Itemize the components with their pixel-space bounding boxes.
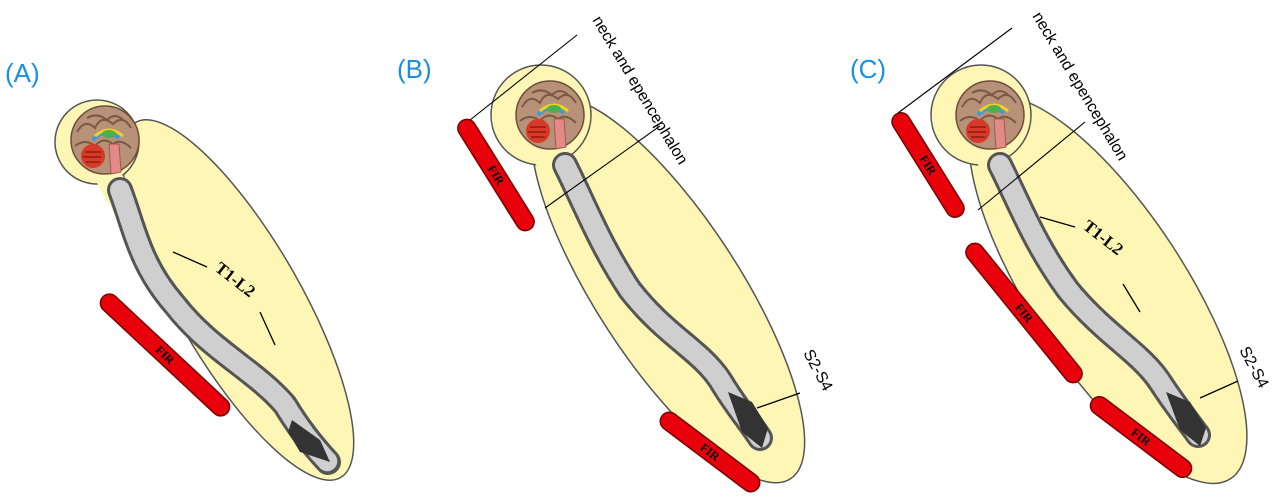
panel-c: (C) FIR FIR FIR neck and epencep: [850, 9, 1282, 500]
vertebra-label-s2-s4: S2-S4: [1235, 344, 1271, 391]
vertebra-label-s2-s4: S2-S4: [799, 347, 835, 394]
panel-label-a: (A): [5, 58, 40, 88]
panel-label-b: (B): [397, 54, 432, 84]
panel-label-c: (C): [850, 54, 886, 84]
brain-illustration: [71, 106, 139, 174]
panel-b: (B) FIR FIR neck and epencephalon: [397, 13, 851, 500]
brain-illustration: [956, 81, 1024, 149]
panel-a: (A) FIR T1-L2: [5, 58, 394, 500]
brain-illustration: [516, 81, 584, 149]
